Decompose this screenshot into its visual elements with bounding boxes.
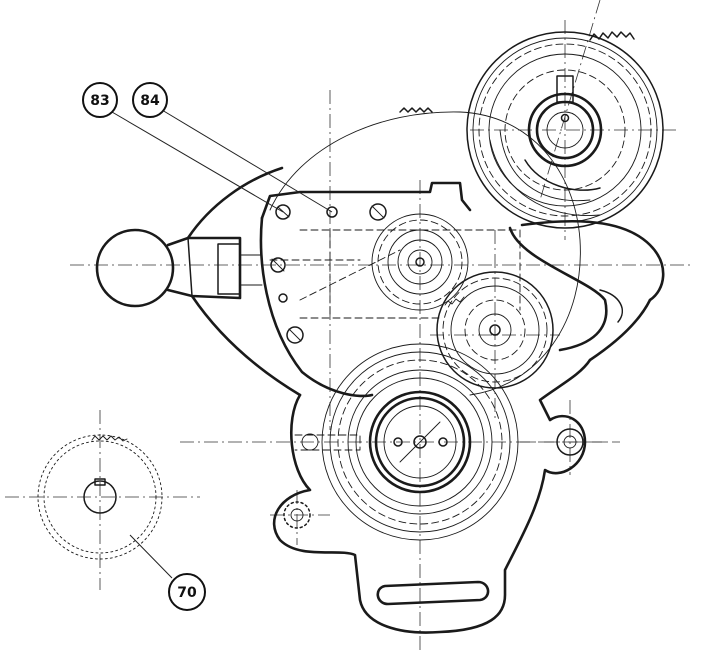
centre-lines	[5, 0, 690, 650]
gear-part-70	[37, 434, 163, 560]
mounting-bosses	[283, 428, 584, 529]
callout-83: 83	[82, 82, 118, 118]
cover-screws	[270, 203, 387, 344]
spindle-gear-lower	[321, 343, 519, 541]
housing-outline	[186, 107, 665, 634]
ball-handle	[95, 228, 263, 308]
callout-70-label: 70	[177, 585, 197, 601]
callout-70: 70	[168, 573, 206, 611]
drive-gear-upper-right	[466, 31, 664, 229]
callout-84: 84	[132, 82, 168, 118]
callout-84-label: 84	[140, 93, 160, 109]
leader-lines	[111, 109, 333, 579]
callout-83-label: 83	[90, 93, 109, 109]
hidden-lines	[269, 229, 521, 451]
idler-gear-center	[371, 213, 469, 311]
idler-gear-right	[436, 271, 554, 389]
